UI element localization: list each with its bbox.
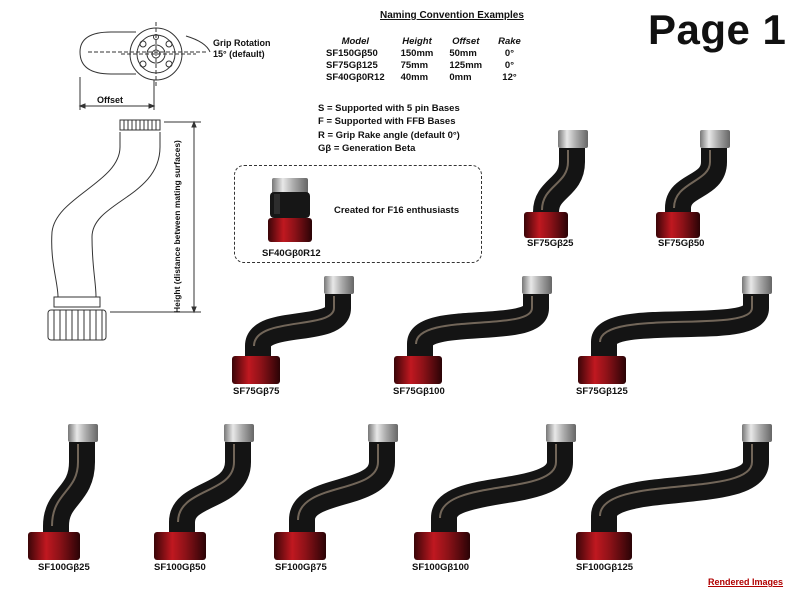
product-label: SF100Gβ125 [576,562,634,573]
cell-model: SF75Gβ125 [326,60,378,71]
header-model: Model [341,36,370,47]
product-label: SF40Gβ0R12 [262,248,321,259]
product-label: SF100Gβ75 [275,562,327,573]
product-render-sf40gb0r12 [268,178,312,242]
cell-height: 75mm [400,60,429,71]
product-render-sf75gb25 [524,130,588,238]
product-render-sf100gb125 [576,424,772,560]
product-label: SF75Gβ125 [576,386,628,397]
legend: S = Supported with 5 pin Bases F = Suppo… [318,102,460,155]
header-height: Height [402,36,432,47]
product-render-sf100gb25 [28,424,98,560]
header-rake: Rake [498,36,521,47]
product-render-sf75gb50 [656,130,730,238]
header-offset: Offset [452,36,480,47]
product-label: SF75Gβ100 [393,386,445,397]
height-label-text: Height (distance between mating surfaces… [172,140,182,313]
grip-rotation-label: Grip Rotation 15° (default) [213,38,271,60]
cell-rake: 0° [504,60,515,71]
product-label: SF100Gβ25 [38,562,90,573]
page-title: Page 1 [648,6,787,53]
table-row: SF40Gβ0R12 40mm 0mm 12° [318,72,529,84]
cell-rake: 0° [504,48,515,59]
cell-offset: 0mm [449,72,472,83]
product-label: SF75Gβ25 [527,238,574,249]
product-render-sf75gb75 [232,276,354,384]
product-label: SF75Gβ75 [233,386,280,397]
product-label: SF75Gβ50 [658,238,705,249]
product-render-sf75gb100 [394,276,552,384]
grip-rotation-angle: 15° (default) [213,49,265,59]
product-label: SF100Gβ50 [154,562,206,573]
cell-rake: 12° [502,72,517,83]
legend-item: Gβ = Generation Beta [318,142,416,154]
legend-item: S = Supported with 5 pin Bases [318,103,460,114]
product-render-sf100gb100 [414,424,576,560]
grip-rotation-line: Grip Rotation [213,38,271,48]
legend-item: R = Grip Rake angle (default 0°) [318,129,460,141]
product-render-sf100gb50 [154,424,254,560]
cell-model: SF40Gβ0R12 [326,72,385,83]
featured-note: Created for F16 enthusiasts [334,205,460,216]
naming-convention-table: Model Height Offset Rake SF150Gβ50 150mm… [318,36,529,84]
cell-model: SF150Gβ50 [326,48,378,59]
product-render-sf75gb125 [578,276,772,384]
technical-drawing [47,22,211,341]
naming-convention-title: Naming Convention Examples [380,10,524,21]
height-label: Height (distance between mating surfaces… [172,131,186,313]
legend-item: F = Supported with FFB Bases [318,116,456,128]
side-view-drawing [47,119,201,341]
cell-height: 40mm [400,72,429,83]
rendered-images-link[interactable]: Rendered Images [708,577,784,587]
offset-label: Offset [97,95,124,105]
cell-offset: 50mm [449,48,477,59]
table-header-row: Model Height Offset Rake [318,36,529,48]
product-render-sf100gb75 [274,424,398,560]
top-view-drawing [78,22,211,110]
featured-box [234,165,482,263]
cell-offset: 125mm [449,60,483,71]
cell-height: 150mm [400,48,434,59]
table-row: SF75Gβ125 75mm 125mm 0° [318,60,529,72]
table-row: SF150Gβ50 150mm 50mm 0° [318,48,529,60]
product-label: SF100Gβ100 [412,562,470,573]
